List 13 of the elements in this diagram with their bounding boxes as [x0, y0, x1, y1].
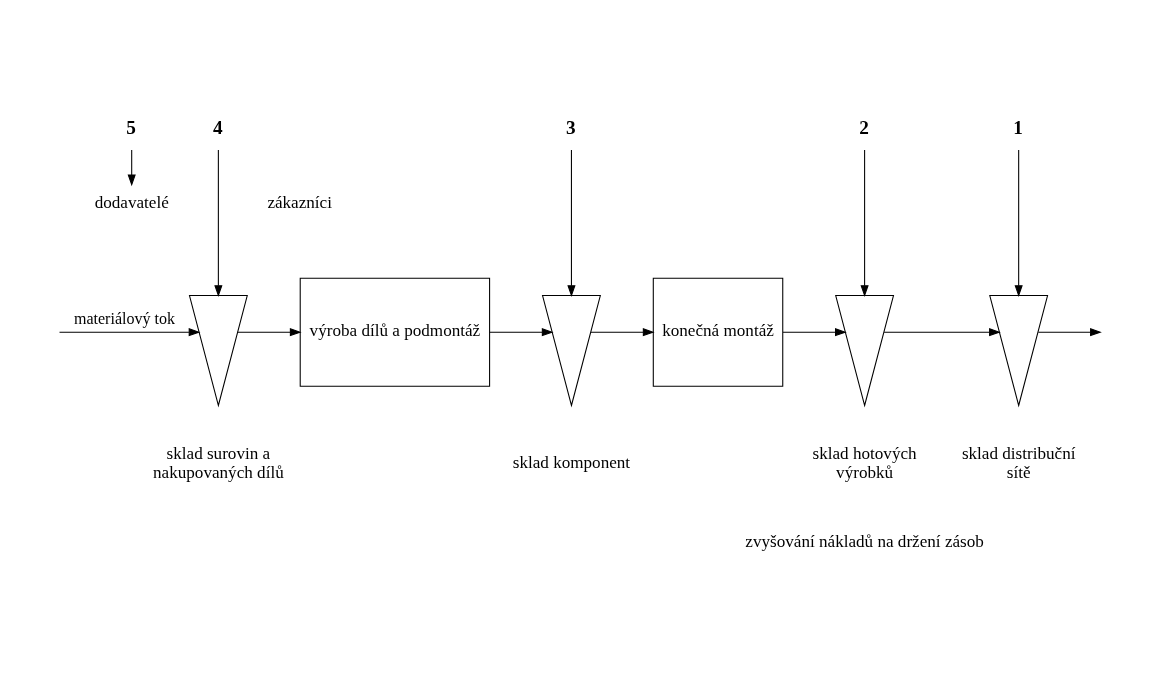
node-label: sklad surovin a nakupovaných dílů	[153, 443, 284, 483]
node-text: 3	[566, 117, 576, 139]
node-label: sklad hotových výrobků	[812, 443, 917, 483]
label: zvyšování nákladů na držení zásob	[745, 531, 984, 551]
node-text: 1	[1013, 117, 1023, 139]
node-text: 5	[126, 117, 136, 139]
node-label: sklad komponent	[512, 453, 631, 473]
node-label: sklad distribuční sítě	[961, 443, 1076, 483]
node-text: 4	[213, 117, 223, 139]
node-text: zákazníci	[267, 193, 332, 213]
node-text: dodavatelé	[94, 193, 169, 213]
edge-label: materiálový tok	[73, 309, 176, 327]
node-text: 2	[859, 117, 869, 139]
